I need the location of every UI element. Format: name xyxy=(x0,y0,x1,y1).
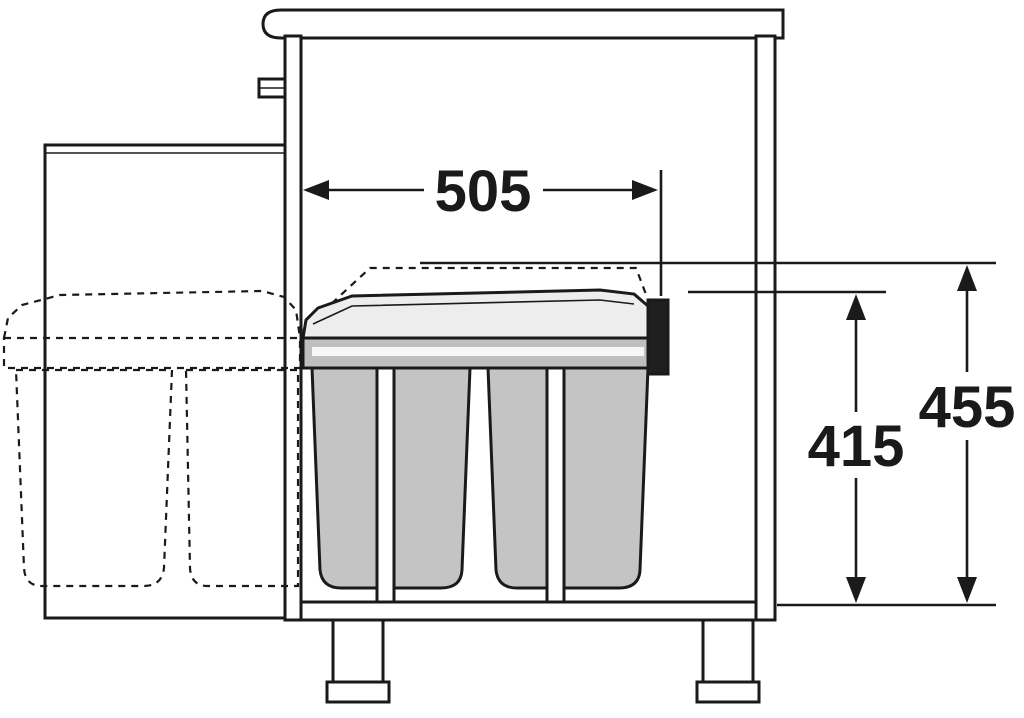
cabinet-leg-left-foot xyxy=(325,680,391,704)
width-dimension-label: 505 xyxy=(435,159,532,224)
countertop xyxy=(261,8,785,40)
cabinet-door xyxy=(43,143,287,620)
cabinet-leg-left-shaft xyxy=(331,618,385,684)
phantom-frame-outline xyxy=(2,336,302,370)
bin-height-dimension-label: 415 xyxy=(808,414,905,479)
cabinet-leg-right-shaft xyxy=(701,618,755,684)
waste-bin-right xyxy=(486,366,650,590)
bin-height-arrow-down xyxy=(846,577,866,603)
phantom-raised-lid-outline xyxy=(302,266,652,331)
frame-leg-right xyxy=(545,366,566,604)
overall-height-arrow-up xyxy=(957,265,977,291)
bin-height-arrow-up xyxy=(846,294,866,320)
mounting-bracket xyxy=(646,298,670,376)
cabinet-bottom-shelf xyxy=(299,600,758,622)
bin-lid-contour xyxy=(312,299,635,325)
overall-height-dimension-label: 455 xyxy=(919,375,1016,440)
frame-leg-left xyxy=(375,366,396,604)
frame-bar-highlight xyxy=(312,347,644,356)
overall-height-arrow-down xyxy=(957,577,977,603)
bin-lid xyxy=(301,288,654,340)
phantom-bin-right-outline xyxy=(184,368,300,588)
width-dim-arrow-left xyxy=(303,180,329,200)
cabinet-leg-right-foot xyxy=(695,680,761,704)
phantom-lid-outline xyxy=(2,289,302,339)
width-dim-arrow-right xyxy=(632,180,658,200)
cabinet-right-wall xyxy=(754,34,777,622)
